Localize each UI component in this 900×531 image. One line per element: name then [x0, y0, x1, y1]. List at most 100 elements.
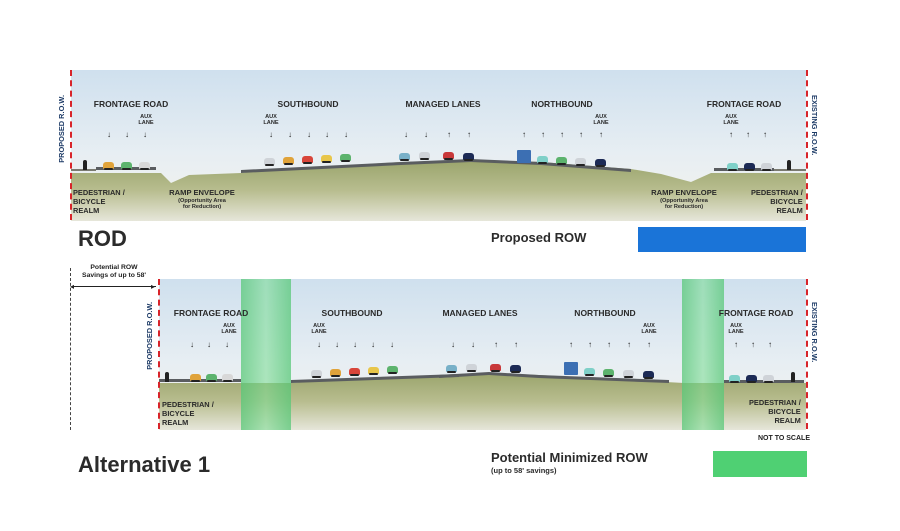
ramp-envelope-right-label: RAMP ENVELOPE: [651, 188, 717, 197]
truck: [517, 150, 531, 163]
rod-cross-section: FRONTAGE ROAD SOUTHBOUND MANAGED LANES N…: [71, 70, 806, 221]
car: [368, 367, 379, 375]
managed-lanes-label: MANAGED LANES: [442, 308, 518, 318]
down-arrow-icon: ↓: [471, 340, 475, 349]
car: [103, 162, 114, 170]
frontage-road-right-label: FRONTAGE ROAD: [706, 99, 782, 109]
car: [340, 154, 351, 162]
up-arrow-icon: ↑: [514, 340, 518, 349]
aux-lane-label: AUX LANE: [641, 323, 657, 336]
ramp-envelope-left-label: RAMP ENVELOPE: [169, 188, 235, 197]
aux-lane-label: AUX LANE: [263, 114, 279, 127]
up-arrow-icon: ↑: [599, 130, 603, 139]
rod-title: ROD: [78, 226, 127, 251]
minimized-row-band-right: [682, 279, 724, 430]
aux-lane-label: AUX LANE: [138, 114, 154, 127]
car: [575, 158, 586, 166]
car: [190, 374, 201, 382]
down-arrow-icon: ↓: [269, 130, 273, 139]
car: [510, 365, 521, 373]
car: [302, 156, 313, 164]
car: [729, 375, 740, 383]
up-arrow-icon: ↑: [579, 130, 583, 139]
down-arrow-icon: ↓: [404, 130, 408, 139]
car: [222, 374, 233, 382]
aux-lane-label: AUX LANE: [728, 323, 744, 336]
car: [399, 153, 410, 161]
car: [763, 375, 774, 383]
up-arrow-icon: ↑: [447, 130, 451, 139]
car: [349, 368, 360, 376]
car: [419, 152, 430, 160]
down-arrow-icon: ↓: [143, 130, 147, 139]
pedestrian-bicycle-realm-left: PEDESTRIAN / BICYCLE REALM: [73, 188, 125, 215]
pedestrian-bicycle-realm-right: PEDESTRIAN / BICYCLE REALM: [751, 188, 803, 215]
car: [264, 158, 275, 166]
up-arrow-icon: ↑: [560, 130, 564, 139]
existing-row-label-bottom: EXISTING R.O.W.: [810, 302, 819, 363]
up-arrow-icon: ↑: [768, 340, 772, 349]
down-arrow-icon: ↓: [451, 340, 455, 349]
savings-arrow-right-icon: ▸: [151, 282, 156, 291]
car: [121, 162, 132, 170]
aux-lane-label: AUX LANE: [221, 323, 237, 336]
pedestrian-icon: [791, 372, 795, 382]
southbound-label: SOUTHBOUND: [277, 99, 339, 109]
proposed-row-line-top-right: [806, 70, 808, 220]
up-arrow-icon: ↑: [494, 340, 498, 349]
car: [311, 370, 322, 378]
car: [387, 366, 398, 374]
existing-row-label-top: EXISTING R.O.W.: [810, 95, 819, 156]
up-arrow-icon: ↑: [467, 130, 471, 139]
down-arrow-icon: ↓: [107, 130, 111, 139]
car: [761, 163, 772, 171]
up-arrow-icon: ↑: [588, 340, 592, 349]
car: [623, 370, 634, 378]
down-arrow-icon: ↓: [307, 130, 311, 139]
car: [139, 162, 150, 170]
up-arrow-icon: ↑: [541, 130, 545, 139]
proposed-row-line-bottom-right: [806, 279, 808, 429]
proposed-row-legend-label: Proposed ROW: [491, 230, 587, 245]
savings-dimension-arrow: [72, 286, 156, 287]
car: [595, 159, 606, 167]
down-arrow-icon: ↓: [317, 340, 321, 349]
row-savings-note: Potential ROW Savings of up to 58': [82, 264, 146, 279]
minimized-row-band-left: [241, 279, 291, 430]
truck: [564, 362, 578, 375]
down-arrow-icon: ↓: [225, 340, 229, 349]
car: [206, 374, 217, 382]
down-arrow-icon: ↓: [335, 340, 339, 349]
proposed-row-line-top-left: [70, 70, 72, 220]
pedestrian-bicycle-realm-right: PEDESTRIAN / BICYCLE REALM: [749, 398, 801, 425]
car: [537, 156, 548, 164]
car: [727, 163, 738, 171]
up-arrow-icon: ↑: [734, 340, 738, 349]
aux-lane-label: AUX LANE: [723, 114, 739, 127]
not-to-scale-label: NOT TO SCALE: [758, 435, 810, 442]
down-arrow-icon: ↓: [344, 130, 348, 139]
minimized-row-legend-sub: (up to 58' savings): [491, 466, 557, 475]
proposed-row-label-top: PROPOSED R.O.W.: [57, 95, 66, 163]
alternative-1-title: Alternative 1: [78, 452, 211, 477]
aux-lane-label: AUX LANE: [311, 323, 327, 336]
pedestrian-icon: [787, 160, 791, 170]
up-arrow-icon: ↑: [746, 130, 750, 139]
car: [603, 369, 614, 377]
up-arrow-icon: ↑: [627, 340, 631, 349]
aux-lane-label: AUX LANE: [593, 114, 609, 127]
up-arrow-icon: ↑: [522, 130, 526, 139]
car: [466, 364, 477, 372]
up-arrow-icon: ↑: [763, 130, 767, 139]
car: [490, 364, 501, 372]
proposed-row-line-bottom-left: [158, 279, 160, 429]
proposed-row-label-bottom: PROPOSED R.O.W.: [145, 302, 154, 370]
car: [643, 371, 654, 379]
car: [446, 365, 457, 373]
down-arrow-icon: ↓: [325, 130, 329, 139]
pedestrian-icon: [83, 160, 87, 170]
minimized-row-legend-label: Potential Minimized ROW: [491, 450, 648, 465]
down-arrow-icon: ↓: [207, 340, 211, 349]
car: [584, 368, 595, 376]
car: [463, 153, 474, 161]
